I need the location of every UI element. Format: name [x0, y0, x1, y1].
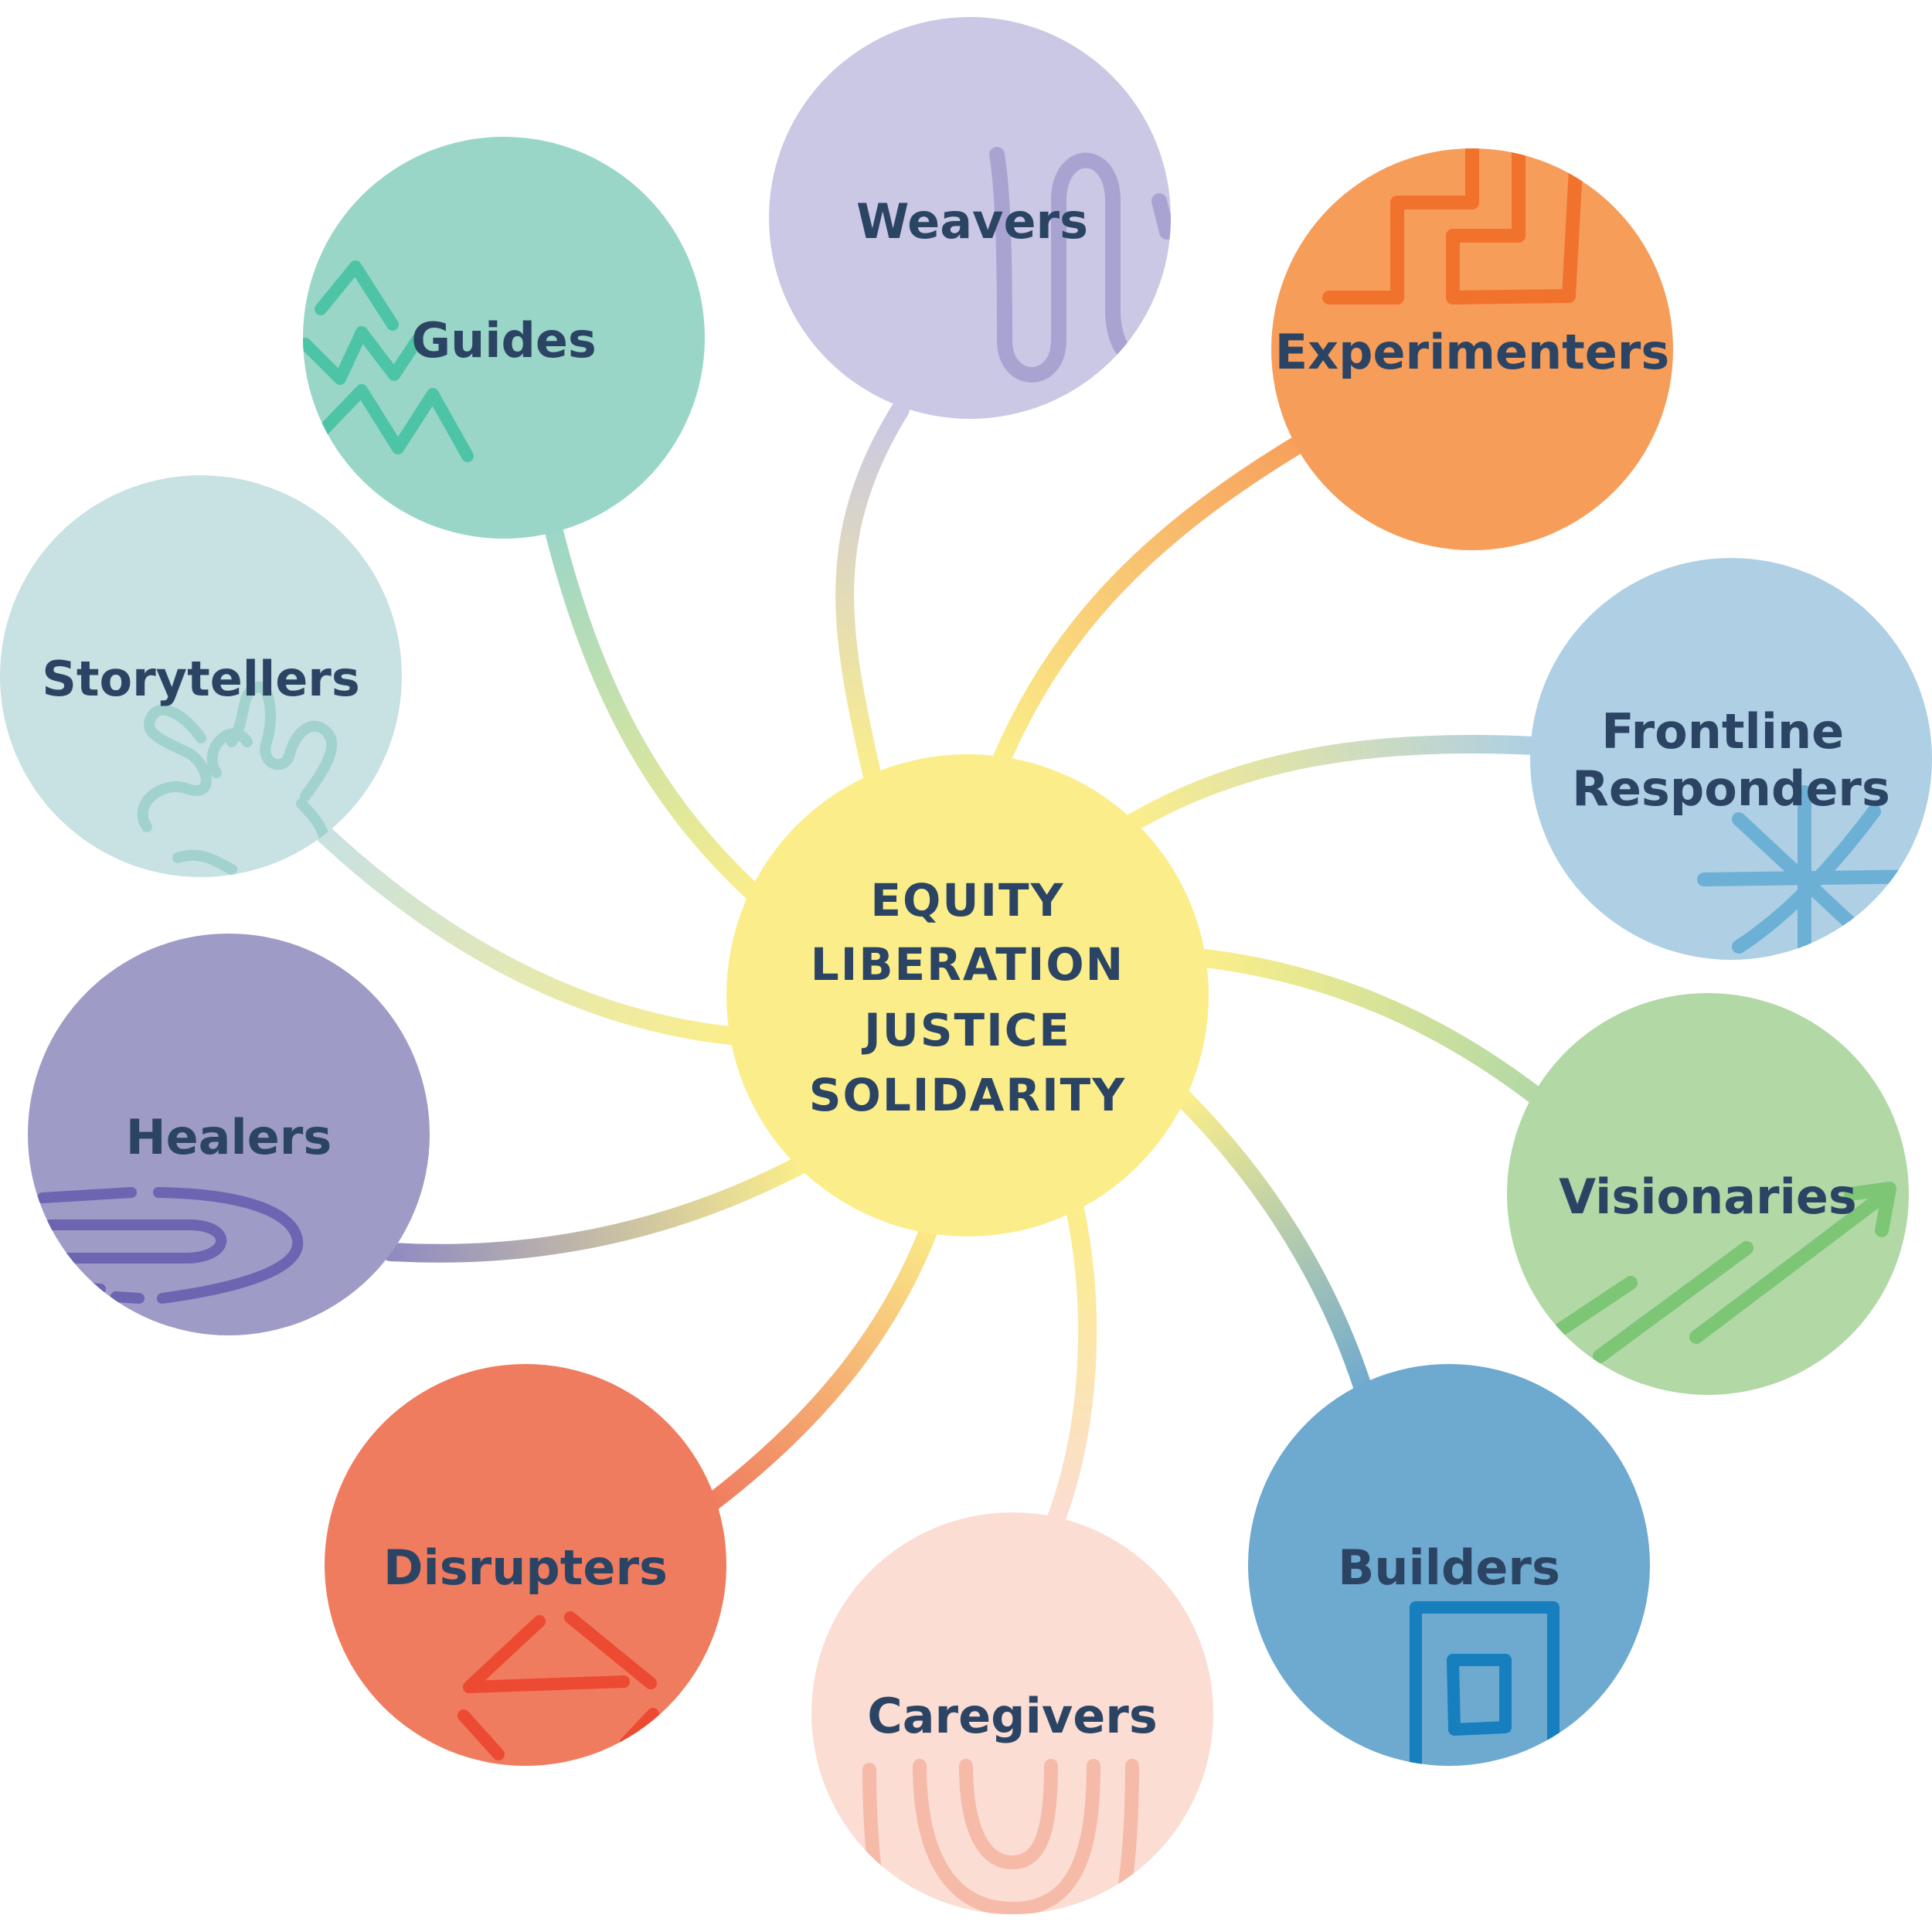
caregivers-circle — [811, 1512, 1213, 1914]
starburst-icon — [1697, 785, 1932, 960]
nested-squares-icon — [1410, 1601, 1560, 1766]
center-value-justice: JUSTICE — [861, 1004, 1071, 1056]
role-experimenters: Experimenters — [1271, 148, 1673, 550]
role-guides: Guides — [303, 137, 705, 539]
connector-frontline — [1123, 734, 1543, 832]
rising-arrows-icon — [1554, 1182, 1896, 1363]
visionaries-label: Visionaries — [1559, 1168, 1857, 1225]
storytellers-label: Storytellers — [42, 651, 360, 707]
frontline-label-line2: Responders — [1572, 760, 1890, 817]
role-disrupters: Disrupters — [325, 1364, 726, 1766]
center-value-liberation: LIBERATION — [811, 938, 1124, 991]
connector-healers — [381, 1154, 813, 1263]
storytellers-circle — [0, 475, 402, 877]
connector-experimenters — [992, 435, 1308, 770]
role-caregivers: Caregivers — [811, 1512, 1213, 1914]
role-healers: Healers — [28, 934, 430, 1335]
role-storytellers: Storytellers — [0, 475, 402, 877]
frontline-label: Frontline Responders — [1572, 703, 1890, 817]
healers-circle — [28, 934, 430, 1335]
caregivers-label: Caregivers — [867, 1688, 1158, 1744]
weavers-circle — [769, 17, 1171, 419]
connector-disrupters — [702, 1204, 944, 1512]
role-frontline-responders: Frontline Responders — [1530, 558, 1932, 960]
disrupters-label: Disrupters — [383, 1539, 668, 1596]
role-visionaries: Visionaries — [1507, 993, 1909, 1395]
center-value-solidarity: SOLIDARITY — [809, 1069, 1126, 1121]
guides-label: Guides — [411, 312, 597, 369]
healers-label: Healers — [126, 1109, 332, 1165]
steps-icon — [1322, 148, 1583, 304]
connector-visionaries — [1196, 949, 1547, 1107]
connector-builders — [1173, 1088, 1373, 1400]
connector-guides — [543, 516, 767, 906]
builders-label: Builders — [1338, 1539, 1560, 1596]
broken-triangle-icon — [457, 1611, 659, 1760]
experimenters-label: Experimenters — [1275, 324, 1670, 380]
role-builders: Builders — [1248, 1364, 1650, 1766]
weavers-label: Weavers — [856, 193, 1088, 250]
connector-weavers — [835, 400, 910, 790]
center-value-equity: EQUITY — [870, 874, 1064, 927]
zigzag-icon — [303, 260, 474, 462]
role-weavers: Weavers — [769, 17, 1171, 419]
center-hub: EQUITY LIBERATION JUSTICE SOLIDARITY — [726, 754, 1209, 1236]
connector-storytellers — [311, 821, 740, 1045]
connector-caregivers — [1046, 1196, 1097, 1532]
center-circle — [726, 754, 1209, 1236]
frontline-label-line1: Frontline — [1601, 703, 1844, 760]
weave-icon — [989, 147, 1171, 383]
connectors — [311, 400, 1547, 1532]
squiggles-icon — [137, 681, 338, 875]
